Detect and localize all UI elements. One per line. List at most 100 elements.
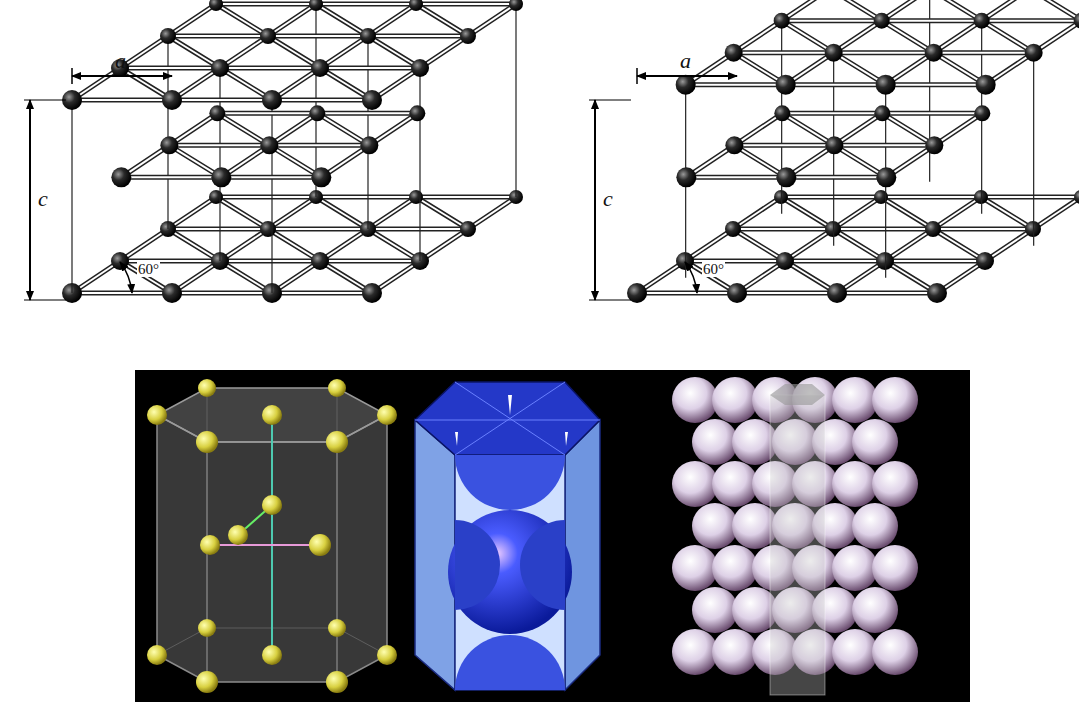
bond	[216, 195, 316, 200]
tick	[589, 100, 631, 101]
bond	[833, 227, 933, 232]
atom	[160, 28, 176, 44]
bond	[317, 112, 417, 114]
atom	[725, 221, 741, 237]
bond	[316, 4, 368, 36]
vertical-line	[71, 100, 72, 293]
bond	[781, 196, 881, 198]
bond	[272, 292, 372, 294]
bond	[121, 175, 221, 180]
bond	[172, 291, 272, 296]
bond	[733, 197, 781, 229]
bond	[72, 98, 172, 103]
bond	[220, 67, 320, 69]
dimension-arrow	[637, 75, 737, 77]
atom	[409, 190, 423, 204]
sphere	[712, 545, 758, 591]
bond	[120, 67, 220, 69]
bond	[882, 18, 982, 23]
bond	[882, 113, 934, 145]
atom	[209, 105, 225, 121]
bond	[217, 111, 317, 116]
bond	[468, 4, 516, 36]
bond	[368, 34, 468, 39]
atom	[409, 0, 423, 11]
bond	[468, 197, 516, 229]
atom	[676, 167, 696, 187]
atom	[776, 252, 794, 270]
cell-column	[770, 395, 825, 695]
bond	[268, 229, 320, 261]
bond	[120, 66, 220, 71]
bond	[269, 144, 369, 146]
bond	[782, 21, 834, 53]
hcp-lattice	[62, 0, 523, 303]
bond	[1030, 0, 1079, 21]
bond	[886, 82, 986, 87]
atom	[1074, 13, 1079, 29]
atom	[260, 136, 278, 154]
atom	[311, 252, 329, 270]
bond	[933, 228, 1033, 230]
bond	[982, 21, 1034, 53]
atom	[876, 167, 896, 187]
bond	[216, 3, 316, 5]
atom	[209, 190, 223, 204]
bond	[368, 35, 468, 37]
bond	[1033, 197, 1079, 229]
tick	[24, 300, 66, 301]
angle-label: 60°	[702, 262, 725, 277]
bond	[881, 195, 981, 200]
bond	[416, 4, 468, 36]
bond	[216, 4, 268, 36]
atom	[360, 28, 376, 44]
angle-arc	[685, 262, 697, 293]
bond	[220, 260, 320, 262]
bond	[268, 36, 320, 68]
vertical-line	[1033, 53, 1034, 246]
atom	[309, 0, 323, 11]
bond	[733, 229, 785, 261]
vertical-line	[367, 36, 368, 229]
bond	[168, 227, 268, 232]
bond	[834, 144, 934, 146]
bond	[833, 229, 885, 261]
bond	[268, 197, 316, 229]
bond	[216, 197, 268, 229]
bond	[833, 197, 881, 229]
sphere	[692, 587, 738, 633]
bond	[168, 197, 216, 229]
atom	[111, 167, 131, 187]
angle-label: 60°	[137, 262, 160, 277]
dimension-label: a	[115, 50, 126, 72]
sphere	[872, 545, 918, 591]
atom	[160, 136, 178, 154]
bond	[368, 227, 468, 232]
bond	[737, 291, 837, 296]
bond	[316, 195, 416, 200]
atom	[976, 252, 994, 270]
atom	[676, 75, 696, 95]
bond	[268, 228, 368, 230]
bond	[686, 82, 786, 87]
bond	[637, 292, 737, 294]
bond	[733, 197, 781, 229]
bond	[168, 35, 268, 37]
bond	[733, 229, 785, 261]
atom	[460, 28, 476, 44]
sphere	[852, 503, 898, 549]
atom	[362, 283, 382, 303]
atom	[509, 0, 523, 11]
bond	[320, 66, 420, 71]
bond	[737, 292, 837, 294]
atom	[827, 283, 847, 303]
bond	[882, 21, 934, 53]
sphere	[712, 461, 758, 507]
bond	[316, 197, 368, 229]
atom	[676, 252, 694, 270]
bond	[882, 112, 982, 114]
bond	[885, 259, 985, 264]
atom	[774, 13, 790, 29]
bond	[982, 21, 1034, 53]
atom	[825, 136, 843, 154]
